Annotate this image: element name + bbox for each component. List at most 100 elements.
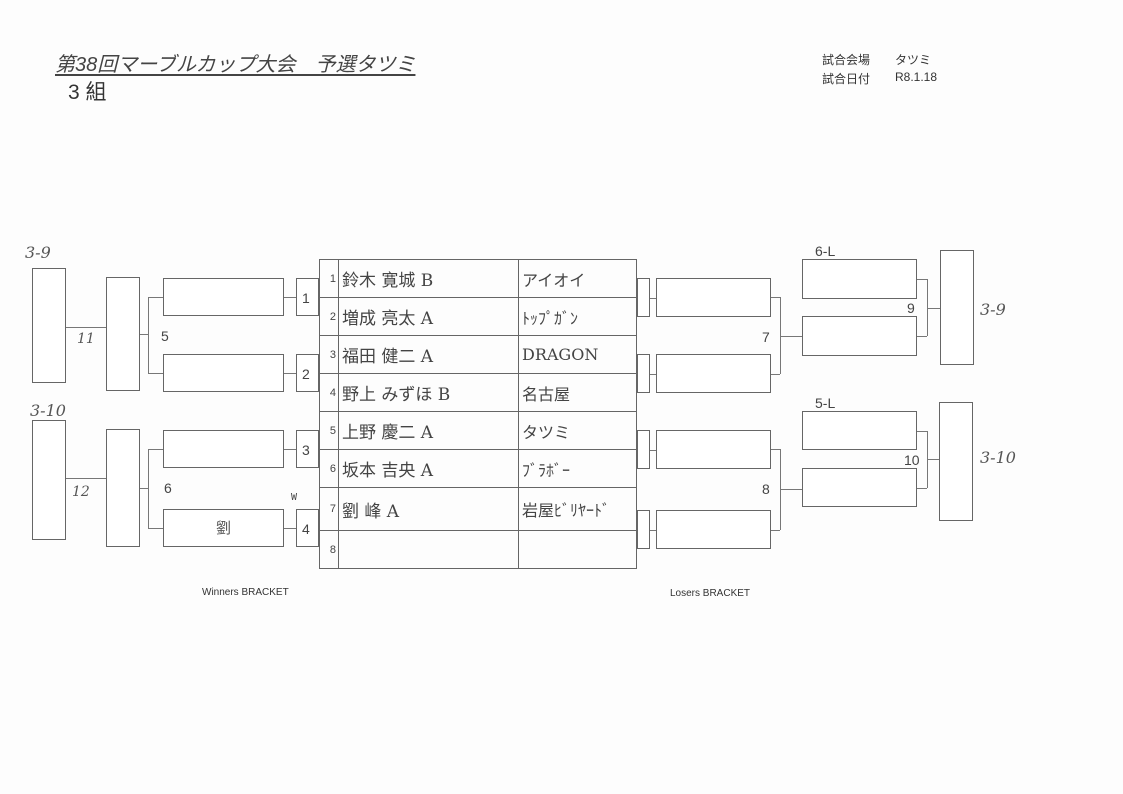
match-label-11: 11	[77, 331, 95, 347]
connector-line	[148, 449, 149, 528]
match-label-8: 8	[762, 481, 770, 497]
connector-line	[140, 334, 148, 335]
player-name: 上野 慶二 A	[338, 411, 519, 450]
loser-slot	[656, 354, 771, 393]
club-name: タツミ	[518, 411, 637, 450]
loser-match-box	[637, 430, 650, 469]
loser-seed-slot	[802, 259, 917, 299]
group-label: 3 組	[68, 81, 107, 104]
match-box-2	[296, 354, 319, 392]
loser-final-upper	[940, 250, 974, 365]
player-name: 増成 亮太 A	[338, 297, 519, 336]
winner-slot	[163, 278, 284, 316]
semifinal-slot	[106, 277, 140, 391]
entry-number: 2	[319, 297, 339, 336]
match-label-6: 6	[164, 480, 172, 496]
final-slot-upper	[32, 268, 66, 383]
match-label-3: 3	[302, 442, 310, 458]
entry-number: 8	[319, 530, 339, 569]
date-value: R8.1.18	[895, 70, 938, 84]
club-name	[518, 530, 637, 569]
match-label-2: 2	[302, 366, 310, 382]
connector-line	[917, 279, 927, 280]
entry-number: 6	[319, 449, 339, 488]
connector-line	[780, 297, 781, 374]
lower-final-target: 3-10	[30, 401, 66, 420]
club-name: 名古屋	[518, 373, 637, 412]
connector-line	[650, 373, 656, 375]
club-name: ﾄｯﾌﾟｶﾞﾝ	[518, 297, 637, 336]
match-label-1: 1	[302, 290, 310, 306]
match-label-5: 5	[161, 328, 169, 344]
loser-slot	[656, 510, 771, 549]
tournament-title: 第38回マーブルカップ大会 予選タツミ	[55, 54, 416, 76]
connector-line	[780, 489, 802, 490]
connector-line	[927, 279, 928, 336]
match-label-7: 7	[762, 329, 770, 345]
loser-slot	[802, 468, 917, 507]
connector-line	[284, 528, 296, 529]
connector-line	[140, 488, 148, 489]
club-name: DRAGON	[518, 335, 637, 374]
venue-value: タツミ	[895, 53, 932, 67]
entry-number: 5	[319, 411, 339, 450]
connector-line	[917, 336, 927, 337]
loser-slot	[656, 430, 771, 469]
date-label: 試合日付	[822, 72, 871, 86]
match-label-9: 9	[907, 300, 915, 316]
match-label-12: 12	[72, 484, 90, 500]
loser-match-box	[637, 278, 650, 317]
player-name	[338, 530, 519, 569]
connector-line	[650, 529, 656, 531]
connector-line	[771, 297, 780, 298]
connector-line	[927, 308, 940, 309]
connector-line	[650, 297, 656, 299]
connector-line	[771, 449, 780, 450]
venue-label: 試合会場	[822, 53, 871, 67]
match-box-4	[296, 509, 319, 547]
entry-row: 8	[319, 530, 637, 569]
loser-seed-slot	[802, 411, 917, 450]
connector-line	[771, 530, 780, 531]
club-name: ﾌﾞﾗﾎﾞｰ	[518, 449, 637, 488]
final-slot-lower	[32, 420, 66, 540]
connector-line	[917, 431, 927, 432]
match4-winner: 劉	[215, 519, 231, 537]
connector-line	[148, 297, 163, 298]
loser-slot	[656, 278, 771, 317]
loser-match-box	[637, 510, 650, 549]
player-name: 福田 健二 A	[338, 335, 519, 374]
loser-final-lower	[939, 402, 973, 521]
club-name: アイオイ	[518, 259, 637, 298]
connector-line	[650, 449, 656, 451]
connector-line	[148, 373, 163, 374]
entry-number: 3	[319, 335, 339, 374]
match-box-1	[296, 278, 319, 316]
connector-line	[148, 449, 163, 450]
winner-slot	[163, 509, 284, 547]
connector-line	[917, 488, 927, 489]
match-label-4: 4	[302, 521, 310, 537]
upper-final-target: 3-9	[25, 243, 51, 262]
seed-lower: 5-L	[815, 395, 836, 411]
connector-line	[148, 528, 163, 529]
losers-caption: Losers BRACKET	[670, 588, 751, 599]
losers-upper-target: 3-9	[980, 300, 1006, 319]
entry-number: 4	[319, 373, 339, 412]
loser-slot	[802, 316, 917, 356]
connector-line	[66, 478, 106, 479]
connector-line	[927, 459, 940, 460]
winner-slot	[163, 354, 284, 392]
player-name: 劉 峰 A	[338, 487, 519, 531]
winner-slot	[163, 430, 284, 468]
winner-mark: W	[291, 492, 298, 503]
connector-line	[284, 297, 296, 298]
connector-line	[66, 327, 106, 328]
player-name: 野上 みずほ B	[338, 373, 519, 412]
connector-line	[771, 374, 780, 375]
